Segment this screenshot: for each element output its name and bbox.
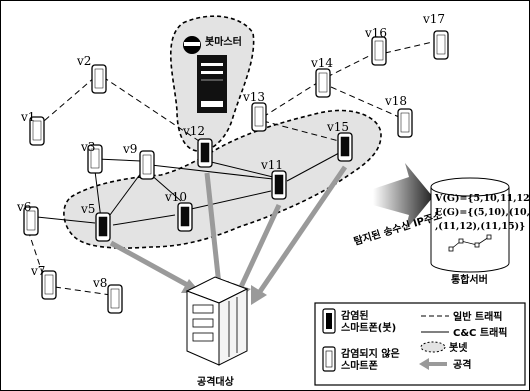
smartphone-screen-v16 (375, 41, 383, 60)
graph-set-vertices: V(G)={5,10,11,12,15} (434, 193, 529, 204)
legend-clean-line1: 감염되지 않은 (341, 347, 400, 360)
smartphone-screen-v12 (201, 143, 209, 162)
smartphone-screen-v9 (143, 155, 151, 174)
smartphone-v3: v3 (80, 140, 102, 173)
edge-v14-v16 (327, 53, 375, 77)
target-label: 공격대상 (197, 375, 235, 388)
edge-v3-v9 (97, 159, 141, 161)
smartphone-screen-v10 (181, 207, 189, 226)
smartphone-screen-v5 (99, 217, 107, 236)
smartphone-screen-v15 (341, 137, 349, 156)
botmaster-server-icon (197, 55, 227, 113)
node-label-v11: v11 (260, 158, 283, 172)
node-label-v6: v6 (16, 200, 31, 214)
detected-ip-label: 탐지된 송수신 IP주소 (352, 209, 443, 248)
smartphone-v14: v14 (310, 56, 333, 97)
legend-botnet: 봇넷 (449, 341, 467, 354)
smartphone-v13: v13 (242, 90, 266, 131)
legend-clean-line2: 스마트폰 (341, 359, 378, 372)
server-label: 통합서버 (451, 273, 488, 286)
node-label-v12: v12 (182, 124, 205, 138)
legend-normal-traffic: 일반 트래픽 (453, 310, 502, 323)
botmaster-mask-icon (184, 42, 200, 46)
legend-infected-line1: 감염된 (341, 310, 369, 322)
smartphone-screen-v8 (111, 289, 119, 308)
node-label-v9: v9 (122, 142, 137, 156)
node-label-v1: v1 (20, 110, 35, 124)
edge-v1-v2 (37, 77, 95, 127)
node-label-v10: v10 (164, 190, 187, 204)
attack-arrow-v5 (111, 243, 191, 287)
legend: 감염된 스마트폰(봇) 감염되지 않은 스마트폰 일반 트래픽 C&C 트래픽 … (315, 303, 525, 385)
legend-botnet-icon (421, 342, 445, 352)
target-server-rack-icon (187, 277, 247, 365)
node-label-v3: v3 (80, 140, 95, 154)
node-label-v8: v8 (92, 276, 107, 290)
node-label-v15: v15 (326, 120, 349, 134)
node-label-v2: v2 (76, 54, 91, 68)
smartphone-v18: v18 (384, 94, 412, 137)
smartphone-screen-v13 (255, 107, 263, 126)
node-label-v14: v14 (310, 56, 333, 70)
smartphone-screen-v14 (319, 73, 327, 92)
node-label-v5: v5 (80, 202, 95, 216)
smartphone-v17: v17 (422, 12, 448, 59)
smartphone-v2: v2 (76, 54, 106, 93)
smartphone-v6: v6 (16, 200, 38, 235)
node-label-v17: v17 (422, 12, 445, 26)
graph-set-edges-cont: ,(11,12),(11,15)} (435, 221, 525, 232)
smartphone-screen-v17 (437, 35, 445, 54)
smartphone-screen-v2 (95, 69, 103, 88)
integrated-server: V(G)={5,10,11,12,15} E(G)={(5,10),(10,11… (352, 163, 529, 286)
smartphone-screen-v7 (45, 275, 53, 294)
smartphone-v16: v16 (364, 26, 387, 65)
edge-v16-v17 (385, 41, 437, 53)
smartphone-screen-v18 (401, 113, 409, 132)
node-label-v18: v18 (384, 94, 407, 108)
smartphone-screen-v11 (275, 175, 283, 194)
node-label-v13: v13 (242, 90, 265, 104)
node-label-v16: v16 (364, 26, 387, 40)
smartphone-v1: v1 (20, 110, 44, 145)
legend-attack: 공격 (453, 358, 471, 371)
graph-set-edges: E(G)={(5,10),(10,11) (435, 207, 529, 218)
edge-v13-v14 (263, 83, 317, 117)
legend-infected-line2: 스마트폰(봇) (341, 321, 396, 334)
legend-cc-traffic: C&C 트래픽 (453, 326, 507, 339)
smartphone-v7: v7 (30, 264, 56, 299)
node-label-v7: v7 (30, 264, 45, 278)
botmaster-label: 봇마스터 (205, 35, 242, 48)
